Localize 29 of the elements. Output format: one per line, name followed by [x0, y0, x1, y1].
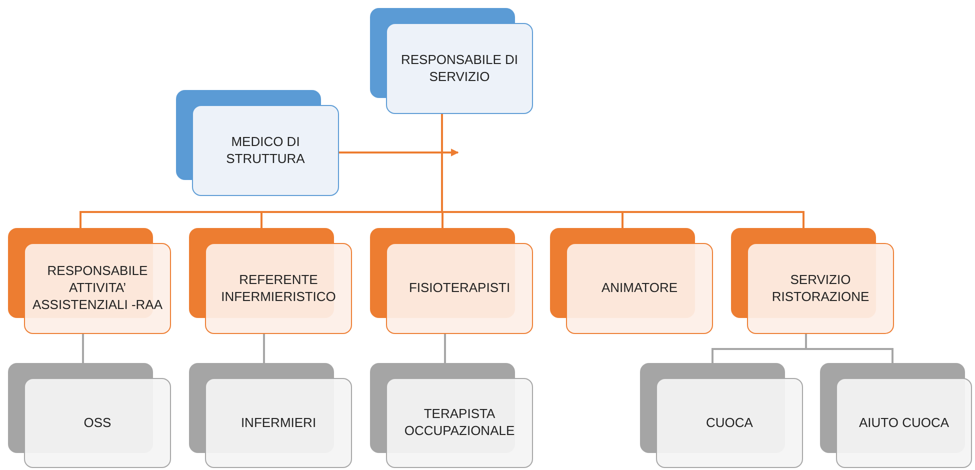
role-label: INFERMIERI — [240, 414, 318, 432]
org-chart-box — [370, 8, 533, 114]
org-chart-box — [8, 228, 171, 334]
org-chart-box — [176, 90, 339, 196]
org-chart-box — [820, 363, 972, 468]
role-label: CUOCA — [705, 414, 754, 432]
org-chart-box — [550, 228, 713, 334]
org-chart-box — [189, 363, 352, 468]
org-chart-box — [189, 228, 352, 334]
role-label: AIUTO CUOCA — [858, 414, 950, 432]
role-label: SERVIZIO RISTORAZIONE — [770, 272, 870, 306]
role-label: MEDICO DI STRUTTURA — [225, 134, 306, 168]
arrow — [339, 148, 459, 156]
role-label: RESPONSABILE ATTIVITA’ ASSISTENZIALI -RAA — [31, 263, 164, 314]
org-chart-box — [731, 228, 894, 334]
role-label: OSS — [82, 414, 112, 432]
role-label: ANIMATORE — [600, 280, 679, 297]
role-label: TERAPISTA OCCUPAZIONALE — [403, 406, 516, 440]
connector-line — [444, 334, 446, 363]
role-label: RESPONSABILE DI SERVIZIO — [400, 52, 520, 86]
org-chart-box — [640, 363, 803, 468]
org-chart-box — [8, 363, 171, 468]
connector-line — [805, 334, 894, 363]
org-chart-box — [370, 228, 533, 334]
role-label: REFERENTE INFERMIERISTICO — [220, 272, 337, 306]
role-label: FISIOTERAPISTI — [408, 280, 512, 297]
connector-line — [82, 334, 84, 363]
org-chart-box — [370, 363, 533, 468]
connector-line — [263, 334, 265, 363]
